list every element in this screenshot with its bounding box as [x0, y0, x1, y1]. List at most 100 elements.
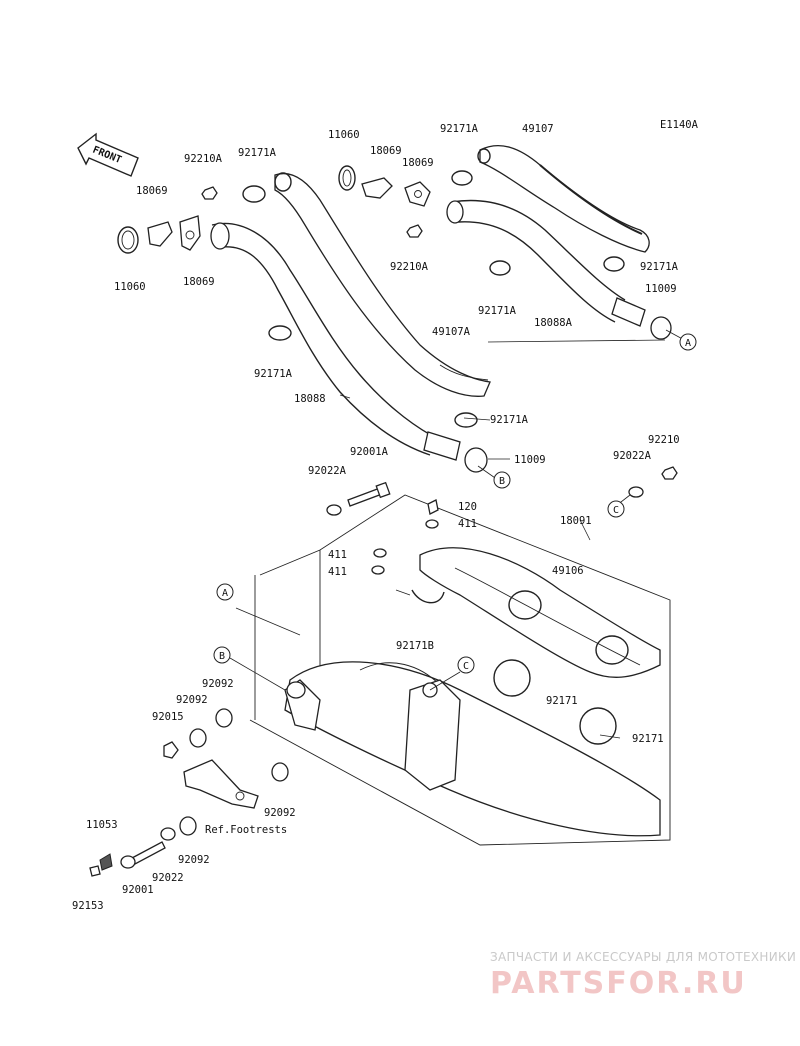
part-label: 92001	[122, 884, 154, 896]
part-label: 92171A	[440, 123, 479, 135]
gasket-11060-right	[338, 165, 356, 191]
cap-11053	[99, 853, 113, 871]
clamp-92171-b	[579, 707, 617, 745]
part-labels: 18069 11060 92210A 92171A 18069 11060 18…	[72, 123, 680, 912]
part-label: 92092	[176, 694, 208, 706]
heat-cover-49107	[479, 145, 650, 253]
part-label: 92171A	[640, 261, 679, 273]
clamp-92171a-right-mid	[489, 260, 511, 276]
grommet-92092-a	[215, 708, 233, 728]
part-label: 92015	[152, 711, 184, 723]
muffler-bracket	[404, 679, 461, 791]
flange-18069-b	[179, 215, 201, 251]
leader-lines	[229, 329, 689, 739]
front-exhaust-pipe-group	[117, 172, 491, 473]
exhaust-pipe-18088a	[451, 199, 626, 301]
part-label: 92171B	[396, 640, 434, 652]
part-label: 92210	[648, 434, 680, 446]
part-label: 18069	[136, 185, 168, 197]
grommet-92092-d	[179, 816, 197, 836]
connector-11009-b	[464, 447, 488, 473]
svg-text:A: A	[222, 588, 228, 599]
nut-92015	[163, 741, 179, 759]
part-label: 18069	[183, 276, 215, 288]
muffler-assembly	[249, 494, 671, 846]
nut-92210	[661, 466, 678, 480]
clamp-92171a-lower	[454, 412, 478, 428]
grommet-92092-c	[271, 762, 289, 782]
washer-92022	[160, 827, 176, 841]
part-label: 92153	[72, 900, 104, 912]
svg-text:B: B	[499, 476, 505, 487]
washer-411-top	[425, 519, 439, 529]
part-label: 11053	[86, 819, 118, 831]
clamp-92171a-top	[242, 185, 266, 203]
clamp-92171a-right-end	[603, 256, 625, 272]
part-label: 92171A	[238, 147, 277, 159]
nut-92210a-right	[406, 224, 423, 238]
part-label: 11009	[514, 454, 546, 466]
muffler-mount-hardware-right	[628, 466, 678, 498]
bolt-92001	[131, 841, 166, 865]
watermark: ЗАПЧАСТИ И АКСЕССУАРЫ ДЛЯ МОТОТЕХНИКИ PA…	[490, 950, 796, 1001]
part-label: 92001A	[350, 446, 389, 458]
exhaust-pipe-18088	[211, 222, 441, 441]
part-label: 92210A	[184, 153, 223, 165]
part-label: 49107	[522, 123, 554, 135]
clamp-92171a-mid	[268, 325, 292, 341]
washer-411-low	[371, 565, 385, 575]
flange-18069-d	[404, 181, 431, 207]
part-label: 92171	[546, 695, 578, 707]
watermark-tagline: ЗАПЧАСТИ И АКСЕССУАРЫ ДЛЯ МОТОТЕХНИКИ	[490, 950, 796, 964]
diagram-code: E1140A	[660, 119, 699, 131]
callout-b: B B	[213, 471, 511, 664]
muffler-18091	[284, 661, 661, 837]
part-label: 92210A	[390, 261, 429, 273]
svg-text:A: A	[685, 338, 691, 349]
front-arrow-icon: FRONT	[77, 132, 139, 177]
grommet-92092-b	[189, 728, 207, 748]
callout-a: A A	[216, 333, 697, 601]
svg-text:B: B	[219, 651, 225, 662]
svg-text:C: C	[613, 505, 619, 516]
screw-92153	[89, 865, 101, 877]
part-label: 92022A	[308, 465, 347, 477]
connector-11009-a	[650, 316, 672, 340]
bolt-120	[427, 499, 439, 515]
muffler-mount-hardware-left	[89, 708, 289, 877]
flange-18069-a	[147, 221, 173, 247]
clamp-92171b	[411, 589, 445, 604]
part-label: 11060	[328, 129, 360, 141]
washer-92022a-right	[628, 486, 644, 498]
reference-note: Ref.Footrests	[205, 824, 287, 836]
gasket-11060-left	[117, 226, 139, 254]
part-label: 92171	[632, 733, 664, 745]
part-label: 49107A	[432, 326, 471, 338]
bolt-92001a	[347, 487, 383, 507]
washer-92022a-left	[326, 504, 342, 516]
nut-92210a-left	[201, 186, 218, 200]
callout-c: C C	[457, 500, 625, 674]
part-label: 92171A	[490, 414, 529, 426]
part-label: 18088A	[534, 317, 573, 329]
part-label: 411	[328, 566, 347, 578]
watermark-brand: PARTSFOR.RU	[490, 966, 747, 1001]
part-label: 92092	[264, 807, 296, 819]
flange-18069-c	[361, 177, 393, 199]
part-label: 411	[458, 518, 477, 530]
part-label: 11009	[645, 283, 677, 295]
rear-exhaust-pipe-group	[338, 145, 672, 340]
part-label: 92171A	[254, 368, 293, 380]
footrest-bracket	[183, 759, 259, 809]
part-label: 92092	[202, 678, 234, 690]
washer-411-mid	[373, 548, 387, 558]
part-label: 18091	[560, 515, 592, 527]
part-label: 92171A	[478, 305, 517, 317]
part-label: 18069	[402, 157, 434, 169]
part-label: 18069	[370, 145, 402, 157]
bolt-92001a-assembly	[326, 481, 391, 516]
part-label: 11060	[114, 281, 146, 293]
svg-text:C: C	[463, 661, 469, 672]
part-label: 92022	[152, 872, 184, 884]
